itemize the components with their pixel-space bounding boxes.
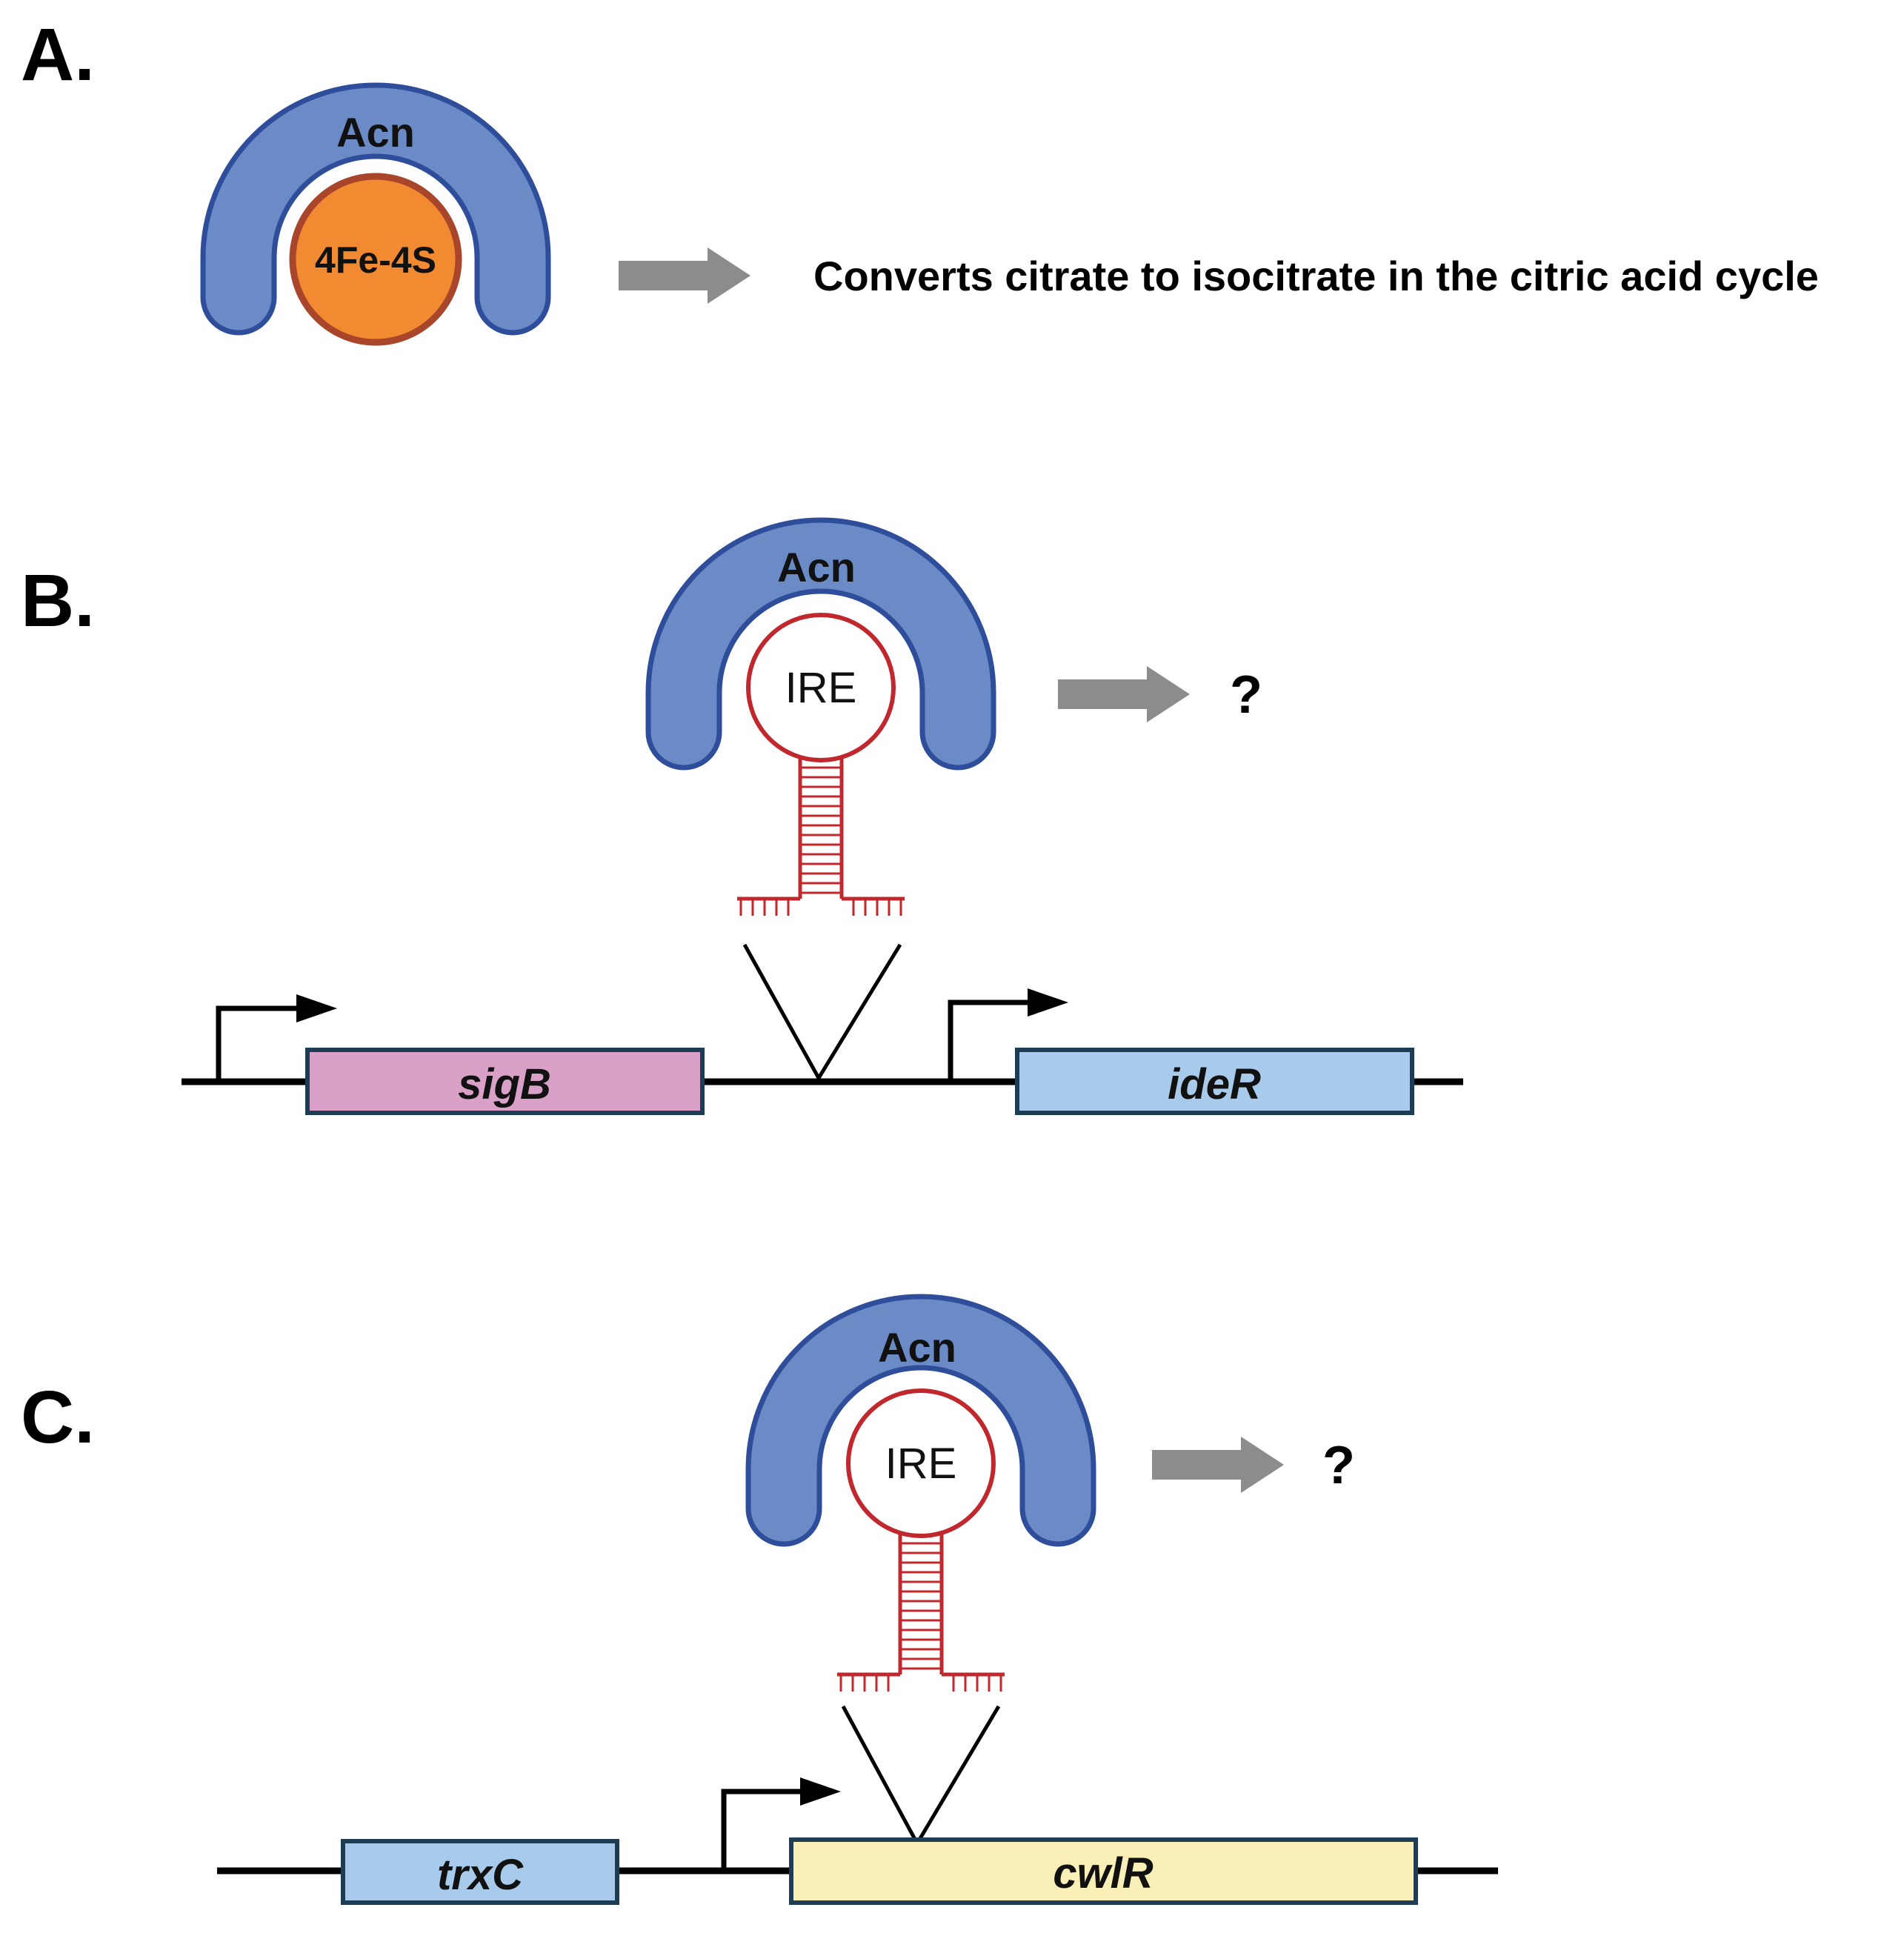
acn-label: Acn (336, 109, 415, 156)
gene-label: trxC (437, 1851, 524, 1899)
acn-protein: Acn (203, 85, 548, 333)
insertion-site-wedge (841, 1705, 1001, 1848)
promoter-arrow-icon (948, 988, 1068, 1082)
gene-label: sigB (458, 1060, 551, 1108)
unknown-outcome: ? (1230, 665, 1262, 725)
ire-stem-loop: IRE (837, 1391, 1005, 1691)
gene-ideR: ideR (1015, 1048, 1414, 1115)
panel-c-label: C. (21, 1376, 95, 1459)
gene-label: ideR (1168, 1060, 1261, 1108)
promoter-arrow-icon (216, 994, 337, 1082)
iron-sulfur-cluster: 4Fe-4S (289, 173, 462, 346)
gene-sigB: sigB (305, 1048, 705, 1115)
acn-protein: Acn (748, 1297, 1094, 1544)
panel-b: B. Acn IRE ? sigB i (21, 520, 1463, 1115)
panel-a: A. Acn 4Fe-4S Converts citrate to isocit… (21, 13, 1819, 346)
arrow-icon (619, 247, 750, 304)
acn-label: Acn (777, 544, 856, 591)
ire-label: IRE (785, 664, 857, 712)
acn-label: Acn (878, 1324, 956, 1371)
panel-a-label: A. (21, 13, 95, 96)
panel-c: C. Acn IRE ? trxC cwlR (21, 1297, 1498, 1905)
gene-trxC: trxC (341, 1839, 619, 1905)
ire-label: IRE (885, 1440, 957, 1488)
gene-label: cwlR (1053, 1849, 1153, 1897)
panel-b-label: B. (21, 559, 95, 642)
function-description: Converts citrate to isocitrate in the ci… (813, 253, 1819, 299)
cluster-label: 4Fe-4S (315, 239, 436, 281)
ire-stem-loop: IRE (737, 615, 905, 916)
insertion-site-wedge (742, 943, 902, 1082)
acn-protein: Acn (648, 520, 993, 768)
arrow-icon (1152, 1437, 1284, 1493)
gene-cwlR: cwlR (789, 1837, 1418, 1905)
arrow-icon (1058, 666, 1190, 722)
unknown-outcome: ? (1322, 1436, 1355, 1495)
promoter-arrow-icon (721, 1777, 841, 1871)
